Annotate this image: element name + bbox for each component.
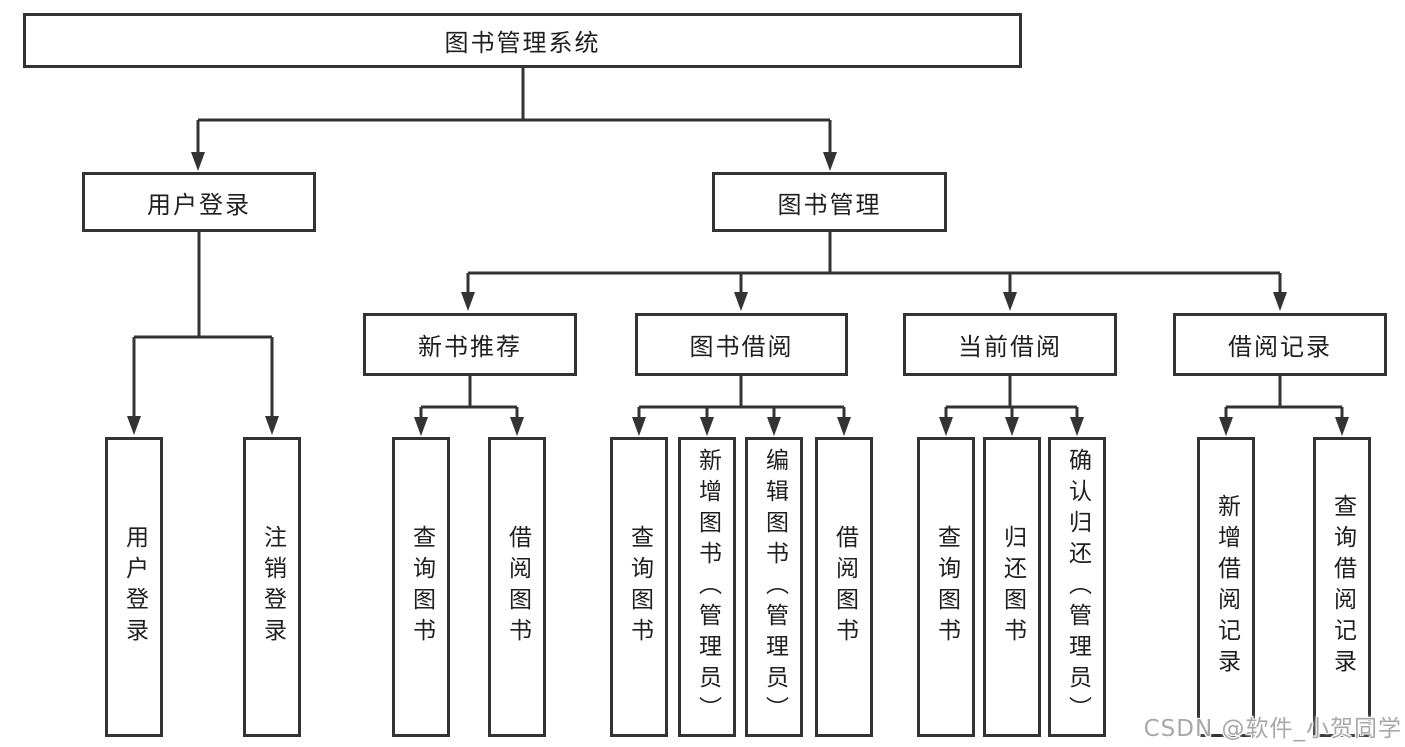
node-current-borrow: 当前借阅 <box>903 313 1117 376</box>
connector-borrow-group <box>637 376 846 424</box>
csdn-watermark: CSDN @软件_小贺同学 <box>1143 716 1402 742</box>
leaf-nb-query-books: 查询图书 <box>392 437 450 737</box>
connector-current-group <box>944 376 1079 424</box>
leaf-br-query-record: 查询借阅记录 <box>1313 437 1371 737</box>
leaf-bb-query-books: 查询图书 <box>610 437 668 737</box>
connector-user-branch <box>132 232 274 424</box>
leaf-logout: 注销登录 <box>243 437 301 737</box>
node-user-login: 用户登录 <box>82 172 316 232</box>
leaf-br-add-record: 新增借阅记录 <box>1197 437 1255 737</box>
connector-record-group <box>1224 376 1344 424</box>
leaf-user-login: 用户登录 <box>105 437 163 737</box>
leaf-bb-edit-books-admin: 编辑图书（管理员） <box>745 437 803 737</box>
leaf-bb-add-books-admin: 新增图书（管理员） <box>678 437 736 737</box>
leaf-nb-borrow-books: 借阅图书 <box>488 437 546 737</box>
leaf-cb-query-books: 查询图书 <box>917 437 975 737</box>
node-book-borrow: 图书借阅 <box>635 313 848 376</box>
leaf-cb-confirm-return-admin: 确认归还（管理员） <box>1048 437 1106 737</box>
connector-newbook-group <box>419 376 519 424</box>
connector-book-branch <box>466 232 1282 300</box>
node-borrow-record: 借阅记录 <box>1173 313 1387 376</box>
node-new-book-recommend: 新书推荐 <box>363 313 577 376</box>
node-book-management: 图书管理 <box>712 172 947 232</box>
connector-root <box>196 68 832 160</box>
leaf-cb-return-books: 归还图书 <box>983 437 1041 737</box>
node-system-root: 图书管理系统 <box>23 13 1022 68</box>
leaf-bb-borrow-books: 借阅图书 <box>815 437 873 737</box>
